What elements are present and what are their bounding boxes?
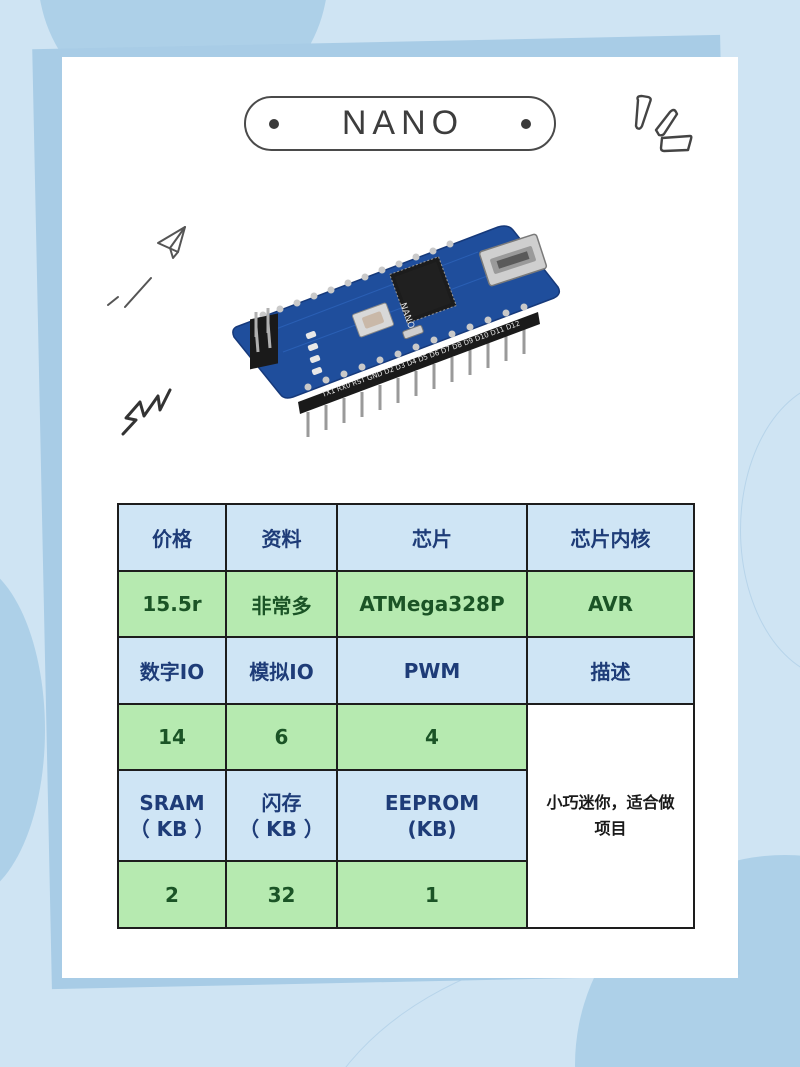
value-description: 小巧迷你，适合做项目 (526, 703, 695, 929)
spec-table: 价格 资料 芯片 芯片内核 15.5r 非常多 ATMega328P AVR 数… (117, 503, 695, 929)
header-resources: 资料 (225, 503, 338, 572)
value-price: 15.5r (117, 570, 227, 638)
header-sram: SRAM （ KB ） (117, 769, 227, 862)
header-digital-io: 数字IO (117, 636, 227, 705)
header-flash: 闪存 （ KB ） (225, 769, 338, 862)
paper-plane-icon (107, 226, 186, 308)
header-pwm: PWM (336, 636, 528, 705)
header-flash-line1: 闪存 (261, 790, 302, 815)
zigzag-icon (121, 388, 172, 436)
table-row: SRAM （ KB ） 闪存 （ KB ） EEPROM (KB) (117, 769, 694, 862)
header-sram-line2: （ KB ） (129, 816, 215, 841)
table-row: 14 6 4 小巧迷你，适合做项目 (117, 703, 695, 929)
sparkle-burst-icon (634, 94, 693, 153)
speed-lines-icon (107, 277, 152, 308)
header-chip-core: 芯片内核 (526, 503, 695, 572)
value-resources: 非常多 (225, 570, 338, 638)
bullet-dot-icon (521, 118, 531, 129)
header-eeprom: EEPROM (KB) (336, 769, 528, 862)
background-circle-left (0, 560, 45, 900)
header-price: 价格 (117, 503, 227, 572)
value-pwm: 4 (336, 703, 528, 771)
value-digital-io: 14 (117, 703, 227, 771)
header-eeprom-line1: EEPROM (384, 790, 480, 815)
header-sram-line1: SRAM (139, 790, 205, 815)
value-chip: ATMega328P (336, 570, 528, 638)
page-title: NANO (341, 104, 465, 142)
board-illustration: NANO TX1 RX0 RST GND D2 D3 D4 D5 D6 D7 D… (232, 225, 561, 437)
header-flash-line2: （ KB ） (239, 816, 324, 841)
value-analog-io: 6 (225, 703, 338, 771)
header-description: 描述 (526, 636, 695, 705)
value-flash: 32 (225, 860, 338, 929)
table-row: 15.5r 非常多 ATMega328P AVR (117, 570, 695, 638)
header-chip: 芯片 (336, 503, 528, 572)
value-sram: 2 (117, 860, 227, 929)
table-row: 价格 资料 芯片 芯片内核 (117, 503, 695, 572)
title-pill: NANO (244, 96, 556, 151)
table-row: 数字IO 模拟IO PWM 描述 (117, 636, 695, 705)
value-chip-core: AVR (526, 570, 695, 638)
header-analog-io: 模拟IO (225, 636, 338, 705)
background-arc-right (740, 380, 800, 680)
arduino-nano-board-image: NANO TX1 RX0 RST GND D2 D3 D4 D5 D6 D7 D… (228, 212, 573, 447)
value-eeprom: 1 (336, 860, 528, 929)
header-eeprom-line2: (KB) (407, 816, 457, 841)
bullet-dot-icon (269, 118, 279, 129)
table-row: 2 32 1 (117, 860, 694, 929)
